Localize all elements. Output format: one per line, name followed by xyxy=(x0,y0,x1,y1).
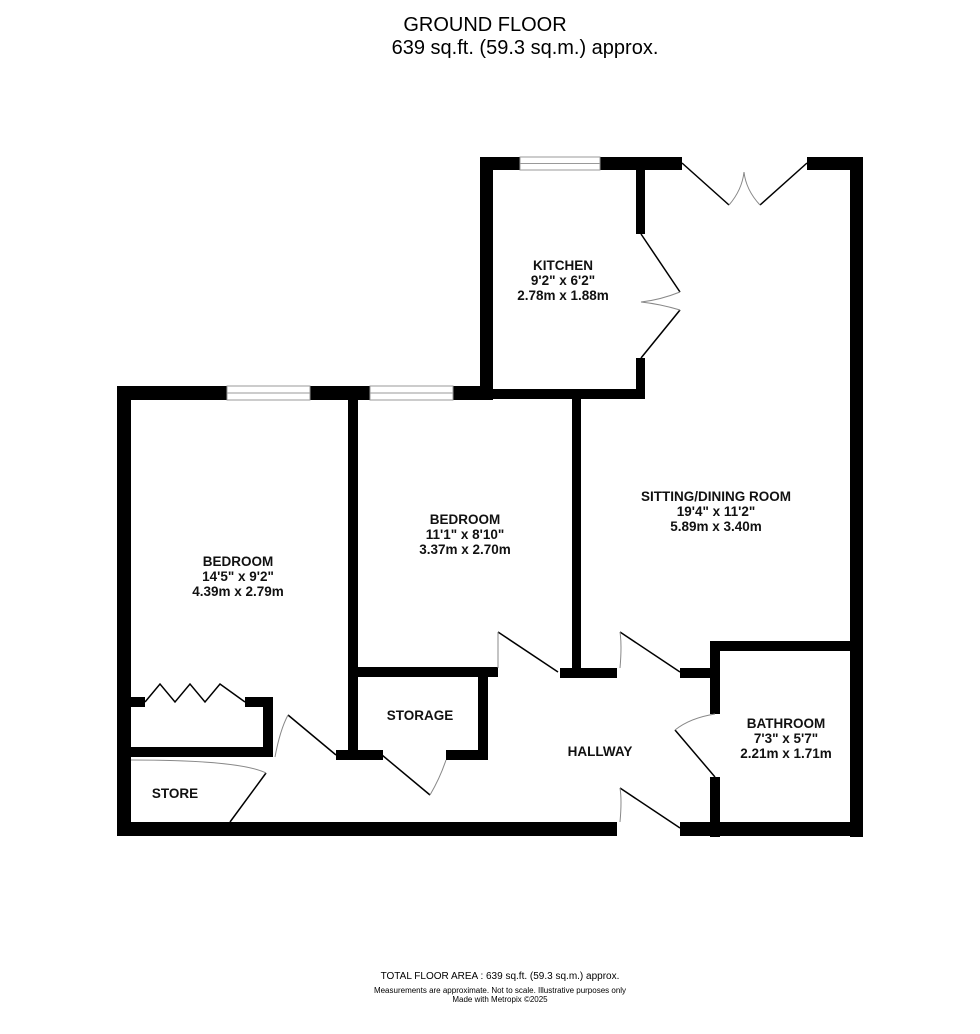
kitchen-imperial: 9'2" x 6'2" xyxy=(531,273,595,288)
disclaimer: Measurements are approximate. Not to sca… xyxy=(373,986,627,995)
bedroom1-imperial: 14'5" x 9'2" xyxy=(202,569,274,584)
bedroom1-name: BEDROOM xyxy=(203,554,274,569)
bedroom2-metric: 3.37m x 2.70m xyxy=(419,542,511,557)
total-floor-area: TOTAL FLOOR AREA : 639 sq.ft. (59.3 sq.m… xyxy=(380,971,620,982)
bedroom2-imperial: 11'1" x 8'10" xyxy=(426,527,505,542)
bedroom1-metric: 4.39m x 2.79m xyxy=(192,584,284,599)
bathroom-imperial: 7'3" x 5'7" xyxy=(754,731,818,746)
floor-area: 639 sq.ft. (59.3 sq.m.) approx. xyxy=(391,37,659,59)
store-name: STORE xyxy=(152,786,198,801)
storage-name: STORAGE xyxy=(387,708,454,723)
kitchen-metric: 2.78m x 1.88m xyxy=(517,288,609,303)
credit: Made with Metropix ©2025 xyxy=(452,995,548,1004)
sitting-imperial: 19'4" x 11'2" xyxy=(677,504,756,519)
bathroom-name: BATHROOM xyxy=(747,716,826,731)
sitting-metric: 5.89m x 3.40m xyxy=(670,519,762,534)
hallway-name: HALLWAY xyxy=(568,744,633,759)
kitchen-name: KITCHEN xyxy=(533,258,593,273)
bathroom-metric: 2.21m x 1.71m xyxy=(740,746,832,761)
walls xyxy=(117,157,863,837)
windows xyxy=(226,156,601,401)
room-labels: KITCHEN 9'2" x 6'2" 2.78m x 1.88m SITTIN… xyxy=(152,258,832,801)
doors xyxy=(144,162,808,829)
bedroom2-name: BEDROOM xyxy=(430,512,501,527)
sitting-name: SITTING/DINING ROOM xyxy=(641,489,791,504)
floor-title: GROUND FLOOR xyxy=(403,14,567,36)
door-swings xyxy=(130,171,761,823)
